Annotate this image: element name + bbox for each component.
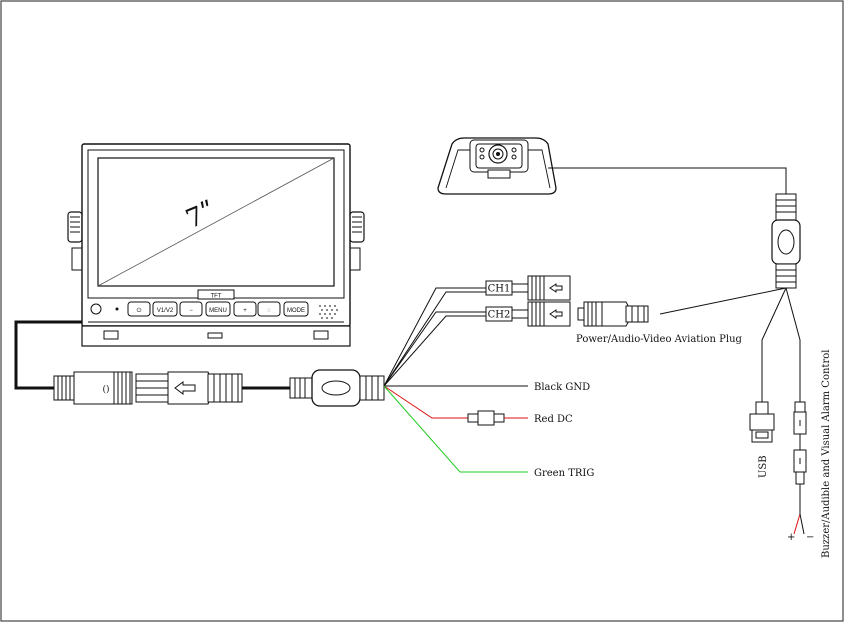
ch1-connector: CH1 xyxy=(485,275,571,301)
ch2-connector: CH2 xyxy=(485,301,571,327)
speaker-grille xyxy=(319,305,338,319)
monitor: 7ʺ TFT ⏻V1/V2−MENU+◌MODE xyxy=(67,143,365,347)
mode-label: MODE xyxy=(287,308,305,314)
minus-button[interactable]: − xyxy=(179,301,203,317)
v1-v2-label: V1/V2 xyxy=(157,308,174,314)
usb-port-icon xyxy=(755,431,769,439)
alarm-positive-wire xyxy=(793,513,801,535)
tft-tab xyxy=(197,289,235,300)
mute-button[interactable]: ◌ xyxy=(257,301,281,317)
arrow-right-icon xyxy=(549,309,563,319)
svg-text:(): () xyxy=(102,384,109,395)
ir-sensor-icon xyxy=(90,303,102,315)
inline-fuse xyxy=(477,410,495,426)
alarm-plus-label: + xyxy=(787,532,795,543)
green-trig-label: Green TRIG xyxy=(534,468,594,479)
plus-button[interactable]: + xyxy=(233,301,257,317)
camera xyxy=(437,137,557,195)
alarm-plug xyxy=(793,401,807,485)
alarm-control-label: Buzzer/Audible and Visual Alarm Control xyxy=(821,350,832,558)
tft-label: TFT xyxy=(211,294,222,300)
usb-connector xyxy=(749,401,775,443)
monitor-cable xyxy=(14,320,82,390)
screen-diagonal xyxy=(97,157,335,287)
arrow-right-icon xyxy=(549,283,563,293)
mode-button[interactable]: MODE xyxy=(283,301,309,317)
menu-label: MENU xyxy=(209,308,227,314)
ch2-label: CH2 xyxy=(488,310,511,321)
alarm-minus-label: − xyxy=(806,532,814,543)
ch1-label: CH1 xyxy=(488,284,511,295)
usb-label: USB xyxy=(758,455,769,478)
v1-v2-button[interactable]: V1/V2 xyxy=(152,301,178,317)
harness-hub xyxy=(289,369,385,407)
mute-label: ◌ xyxy=(267,308,271,314)
aviation-plug-label: Power/Audio-Video Aviation Plug xyxy=(576,334,743,345)
camera-cable-junction xyxy=(771,193,801,289)
alarm-negative-wire xyxy=(799,513,805,535)
right-bracket-arm xyxy=(349,247,361,271)
minus-label: − xyxy=(189,308,193,314)
red-dc-wire xyxy=(383,385,468,419)
monitor-aviation-connector: () xyxy=(53,371,243,405)
black-gnd-label: Black GND xyxy=(534,382,590,393)
green-trig-wire xyxy=(383,385,528,473)
left-bracket-arm xyxy=(71,247,83,271)
ir-led-icon xyxy=(479,147,485,153)
red-dc-label: Red DC xyxy=(534,414,573,425)
power-button[interactable]: ⏻ xyxy=(127,301,151,317)
power-label: ⏻ xyxy=(137,307,142,314)
menu-button[interactable]: MENU xyxy=(205,301,231,317)
plus-label: + xyxy=(243,308,247,314)
camera-aviation-plug xyxy=(577,301,649,327)
power-led-icon xyxy=(115,307,119,311)
